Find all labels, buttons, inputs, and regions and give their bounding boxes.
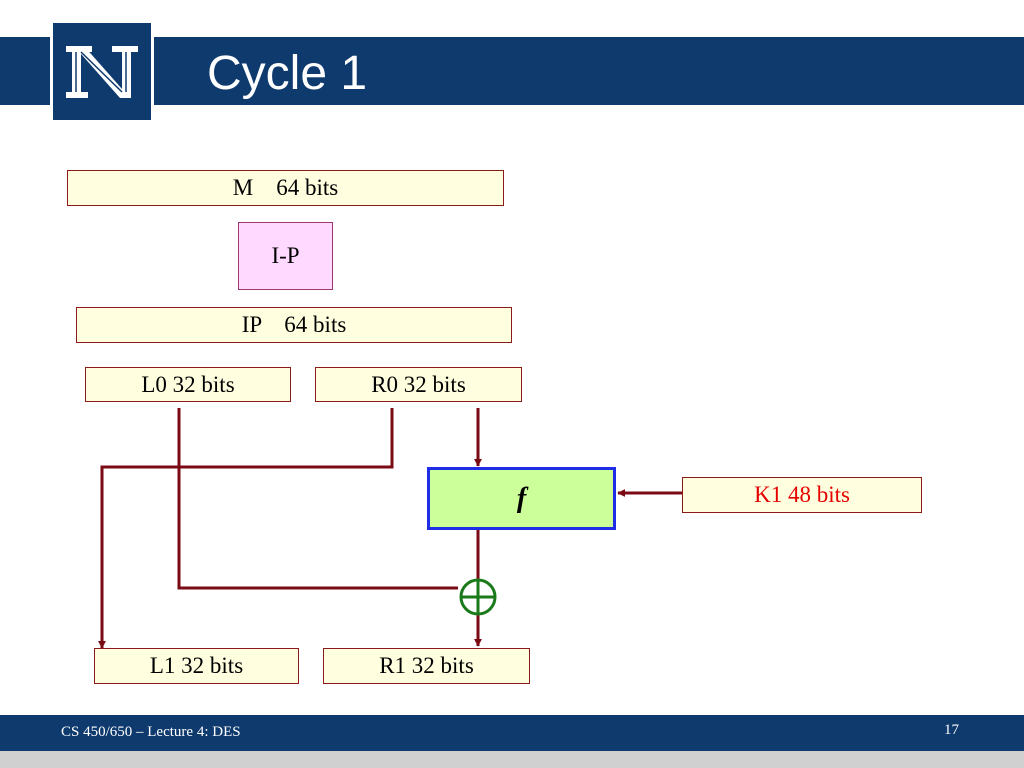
ip-block: IP 64 bits (76, 307, 512, 343)
k1-block: K1 48 bits (682, 477, 922, 513)
page-number: 17 (944, 722, 959, 738)
xor-icon (459, 578, 497, 616)
r0-to-l1-arrow (98, 408, 394, 649)
l0-to-xor-line (177, 408, 458, 590)
slide-title: Cycle 1 (207, 47, 368, 100)
r0-block: R0 32 bits (315, 367, 522, 402)
n-logo-icon (53, 23, 151, 120)
footer-course-label: CS 450/650 – Lecture 4: DES (61, 724, 241, 740)
r1-block: R1 32 bits (323, 648, 530, 684)
l1-block: L1 32 bits (94, 648, 299, 684)
l0-block: L0 32 bits (85, 367, 291, 402)
university-logo (50, 20, 154, 123)
f-function-box: f (427, 467, 616, 530)
m-block: M 64 bits (67, 170, 504, 206)
header-bar (0, 37, 1024, 105)
footer-strip (0, 751, 1024, 768)
initial-permutation-box: I-P (238, 222, 333, 290)
footer-bar (0, 715, 1024, 751)
